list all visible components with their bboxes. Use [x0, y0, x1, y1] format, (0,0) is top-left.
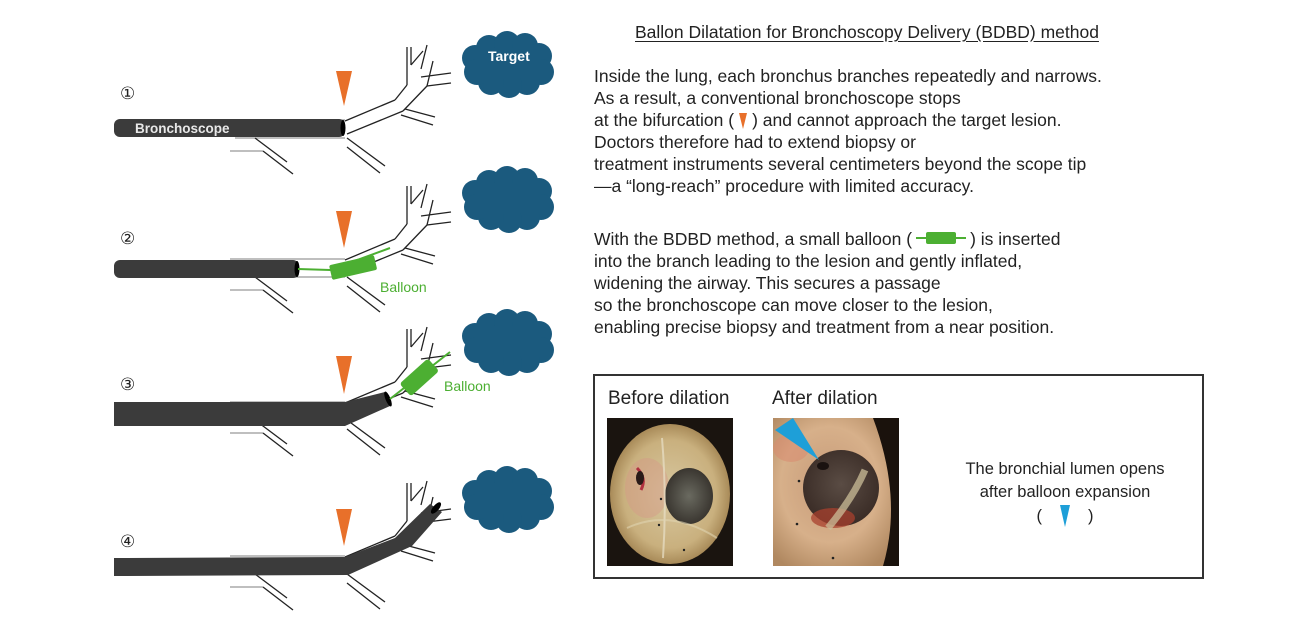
text-line: enabling precise biopsy and treatment fr… [594, 317, 1055, 337]
target-lesion-cloud [462, 309, 554, 376]
after-dilation-caption: After dilation [772, 388, 878, 409]
text-fragment: ) and cannot approach the target lesion. [752, 110, 1062, 130]
lumen-marker-icon [1060, 505, 1070, 527]
paragraph-solution: With the BDBD method, a small balloon ()… [594, 228, 1061, 338]
bifurcation-marker-icon [336, 356, 352, 394]
balloon-label: Balloon [380, 279, 427, 295]
bronchoscope [114, 119, 345, 137]
panel-number: ② [120, 229, 135, 249]
text-line: With the BDBD method, a small balloon ()… [594, 228, 1061, 250]
lumen-note: The bronchial lumen opens after balloon … [935, 458, 1195, 528]
bifurcation-marker-icon [336, 71, 352, 106]
text-line: at the bifurcation ( ) and cannot approac… [594, 109, 1102, 131]
airway-tree [229, 326, 452, 457]
text-line: into the branch leading to the lesion an… [594, 251, 1023, 271]
bifurcation-marker-icon [336, 211, 352, 248]
balloon-catheter [297, 247, 391, 272]
endoscopy-photo-panel: Before dilation After dilation [593, 374, 1204, 579]
method-title: Ballon Dilatation for Bronchoscopy Deliv… [635, 22, 1099, 42]
target-lesion-cloud [462, 31, 554, 98]
panel-3: ③ Balloon [114, 309, 554, 457]
panel-number: ④ [120, 532, 135, 552]
note-line: after balloon expansion [979, 483, 1151, 501]
bifurcation-marker-icon [336, 509, 352, 546]
text-line: Doctors therefore had to extend biopsy o… [594, 132, 916, 152]
before-dilation-caption: Before dilation [608, 388, 730, 409]
target-label: Target [488, 48, 530, 64]
panel-1: ① Target Bronchoscope [114, 31, 554, 175]
balloon-icon [916, 232, 967, 244]
bronchoscope [114, 260, 299, 278]
text-line: widening the airway. This secures a pass… [594, 273, 941, 293]
balloon [329, 255, 377, 280]
balloon [400, 359, 438, 396]
balloon-label: Balloon [444, 378, 491, 394]
before-dilation-image [607, 418, 733, 566]
paren-open: ( [1036, 506, 1043, 525]
target-lesion-cloud [462, 166, 554, 233]
lumen-marker-icon [775, 418, 819, 460]
bronchoscope [114, 392, 390, 426]
airway-tree [229, 480, 452, 611]
scope-tip [430, 502, 442, 514]
paren-close: ) [1088, 506, 1094, 525]
text-fragment: at the bifurcation ( [594, 110, 735, 130]
after-dilation-image [773, 418, 899, 566]
text-fragment: ) is inserted [970, 229, 1061, 249]
bdbd-schematic-diagram: ① Target Bronchoscope ② Balloon ③ Balloo… [114, 31, 554, 611]
bifurcation-marker-icon [739, 113, 748, 129]
target-lesion-cloud [462, 466, 554, 533]
panel-2: ② Balloon [114, 166, 554, 314]
text-fragment: With the BDBD method, a small balloon ( [594, 229, 913, 249]
text-line: As a result, a conventional bronchoscope… [594, 88, 961, 108]
text-line: Inside the lung, each bronchus branches … [594, 66, 1102, 86]
scope-tip [340, 120, 346, 136]
paragraph-problem: Inside the lung, each bronchus branches … [594, 65, 1102, 197]
lumen-marker-legend: ( ) [935, 504, 1195, 528]
bronchoscope-label: Bronchoscope [135, 121, 230, 136]
panel-number: ① [120, 84, 135, 104]
text-line: so the bronchoscope can move closer to t… [594, 295, 993, 315]
note-line: The bronchial lumen opens [965, 460, 1165, 478]
text-line: —a “long-reach” procedure with limited a… [594, 176, 974, 196]
bronchoscope [114, 504, 442, 576]
scope-tip [294, 261, 300, 277]
scope-tip [384, 391, 392, 407]
panel-4: ④ [114, 466, 554, 611]
text-line: treatment instruments several centimeter… [594, 154, 1087, 174]
panel-number: ③ [120, 375, 135, 395]
airway-tree [229, 44, 452, 175]
